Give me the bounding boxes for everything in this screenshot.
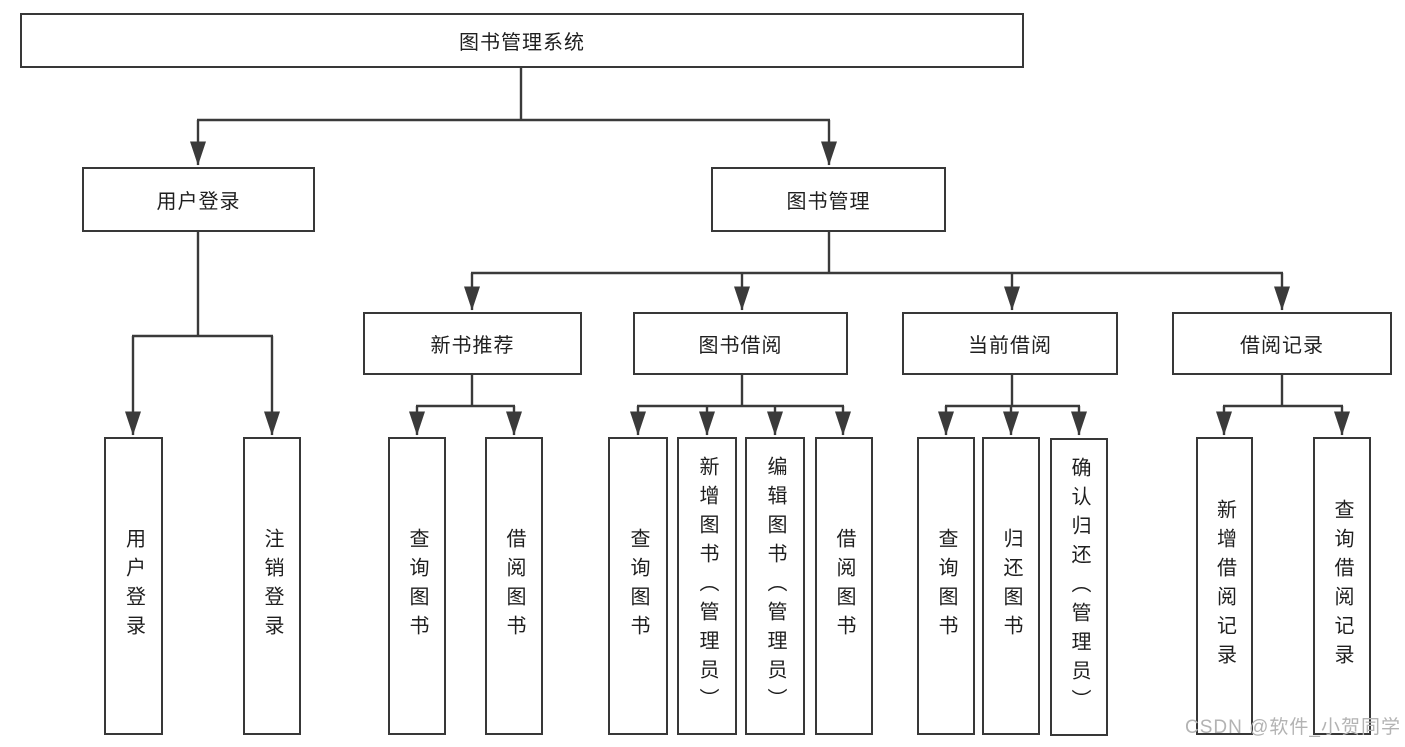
- leaf-borrow-books-2: 借阅图书: [815, 437, 873, 735]
- leaf-query-books-3: 查询图书: [917, 437, 975, 735]
- leaf-query-borrow-record: 查询借阅记录: [1313, 437, 1371, 735]
- leaf-add-book-admin: 新增图书（管理员）: [677, 437, 737, 735]
- leaf-label: 借阅图书: [503, 528, 525, 644]
- node-book-borrowing: 图书借阅: [633, 312, 848, 375]
- leaf-logout: 注销登录: [243, 437, 301, 735]
- wire-book-mgmt-split: [471, 232, 1283, 275]
- leaf-label: 编辑图书（管理员）: [764, 455, 786, 717]
- leaf-label: 确认归还（管理员）: [1068, 456, 1090, 718]
- wire-new-book-split: [416, 375, 515, 408]
- node-new-book-recommend: 新书推荐: [363, 312, 582, 375]
- node-label: 用户登录: [156, 191, 241, 213]
- leaf-label: 查询图书: [627, 528, 649, 644]
- node-label: 当前借阅: [968, 335, 1052, 357]
- leaf-label: 查询图书: [406, 528, 428, 644]
- node-label: 图书管理: [786, 191, 871, 213]
- leaf-label: 注销登录: [261, 528, 283, 644]
- leaf-label: 用户登录: [122, 528, 145, 644]
- node-book-management-module: 图书管理: [711, 167, 946, 232]
- node-label: 图书借阅: [698, 335, 783, 357]
- leaf-label: 新增图书（管理员）: [696, 455, 718, 717]
- leaf-return-book: 归还图书: [982, 437, 1040, 735]
- wire-book-borrow-split: [637, 375, 844, 408]
- leaf-query-books-1: 查询图书: [388, 437, 446, 735]
- leaf-borrow-books-1: 借阅图书: [485, 437, 543, 735]
- leaf-edit-book-admin: 编辑图书（管理员）: [745, 437, 805, 735]
- node-library-system-root: 图书管理系统: [20, 13, 1024, 68]
- leaf-query-books-2: 查询图书: [608, 437, 668, 735]
- wire-borrow-record-split: [1223, 375, 1343, 408]
- leaf-label: 新增借阅记录: [1213, 499, 1236, 673]
- leaf-label: 归还图书: [1000, 528, 1022, 644]
- leaf-label: 查询图书: [935, 528, 957, 644]
- wire-current-borrow-split: [945, 375, 1080, 408]
- watermark: CSDN @软件_小贺同学: [1185, 717, 1401, 738]
- node-label: 图书管理系统: [459, 32, 585, 54]
- leaf-confirm-return-admin: 确认归还（管理员）: [1050, 438, 1108, 736]
- leaf-label: 借阅图书: [833, 528, 855, 644]
- node-current-borrowing: 当前借阅: [902, 312, 1118, 375]
- leaf-label: 查询借阅记录: [1331, 499, 1353, 673]
- node-label: 新书推荐: [430, 335, 515, 357]
- node-user-login-module: 用户登录: [82, 167, 315, 232]
- node-label: 借阅记录: [1240, 335, 1324, 357]
- leaf-user-login: 用户登录: [104, 437, 163, 735]
- wire-root-split: [197, 68, 830, 122]
- wire-user-login-split: [132, 232, 273, 338]
- node-borrowing-records: 借阅记录: [1172, 312, 1392, 375]
- leaf-add-borrow-record: 新增借阅记录: [1196, 437, 1253, 735]
